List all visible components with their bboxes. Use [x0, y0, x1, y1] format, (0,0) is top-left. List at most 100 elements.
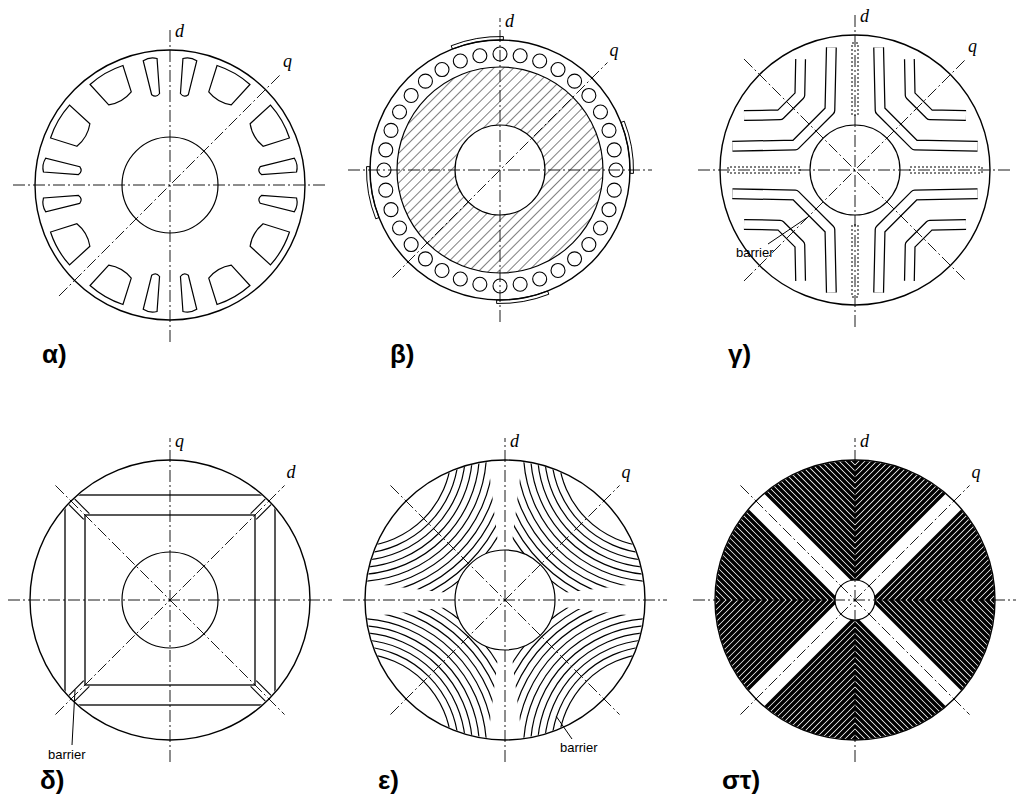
cage-bar — [379, 183, 393, 197]
rotor-section — [567, 312, 1016, 803]
rotor-slot — [143, 57, 163, 97]
cage-bar — [593, 221, 607, 235]
cage-bar — [568, 74, 582, 88]
rotor-section — [8, 438, 332, 762]
rotor-slot — [143, 273, 163, 313]
cage-bar — [533, 54, 547, 68]
part-label: barrier — [48, 748, 86, 762]
cage-bar — [393, 105, 407, 119]
cage-bar — [602, 203, 616, 217]
cage-bar — [453, 272, 467, 286]
cage-bar — [607, 143, 621, 157]
rotor-slot — [177, 273, 197, 313]
axis-label: d — [287, 463, 296, 483]
arc-barrier — [212, 604, 500, 803]
arc-barrier — [153, 545, 560, 803]
rotor-slot — [89, 260, 138, 306]
axis-line — [390, 485, 619, 714]
cage-bar — [607, 183, 621, 197]
cage-bar — [384, 203, 398, 217]
axis-line — [740, 485, 969, 714]
arc-barrier — [123, 515, 590, 803]
rotor-slot — [42, 158, 82, 178]
cage-bar — [418, 252, 432, 266]
rotor-slot — [245, 217, 291, 266]
leader-line — [72, 690, 75, 745]
axis-line — [55, 485, 284, 714]
rotor-slot — [202, 64, 251, 110]
cage-bar — [435, 63, 449, 77]
panel-label: α) — [42, 340, 67, 369]
cage-bar — [453, 54, 467, 68]
rotor-section — [13, 28, 327, 342]
rotor-slot — [49, 217, 95, 266]
cage-bar — [393, 221, 407, 235]
cage-bar — [582, 88, 596, 102]
cage-bar — [379, 143, 393, 157]
axis-label: d — [510, 432, 519, 452]
axis-label: q — [622, 463, 631, 483]
axis-label: q — [972, 463, 981, 483]
rotor-slot — [177, 57, 197, 97]
lamination — [705, 738, 1005, 803]
cage-bar — [384, 123, 398, 137]
cage-bar — [513, 49, 527, 63]
rotor-slot — [245, 104, 291, 153]
axis-label: q — [968, 37, 977, 57]
lamination — [705, 732, 1005, 803]
cage-bar — [568, 252, 582, 266]
leader-line — [768, 217, 808, 244]
axis-line — [744, 59, 966, 281]
rotor-slot — [258, 158, 298, 178]
rotor-slot — [42, 192, 82, 212]
panel-label: δ) — [40, 766, 64, 795]
arc-barrier — [212, 307, 500, 595]
axis-label: d — [860, 432, 869, 452]
cage-bar — [435, 263, 449, 277]
part-label: barrier — [560, 741, 598, 755]
arc-barrier — [133, 525, 580, 803]
axis-label: d — [860, 7, 869, 27]
rotor-slot — [258, 192, 298, 212]
axis-line — [393, 63, 608, 278]
cage-bar — [582, 238, 596, 252]
cage-bar — [551, 63, 565, 77]
rotor-section — [348, 18, 652, 322]
cage-bar — [551, 263, 565, 277]
cage-bar — [602, 123, 616, 137]
part-label: barrier — [736, 246, 774, 260]
rotor-slot — [202, 260, 251, 306]
axis-label: q — [175, 432, 184, 452]
lamination — [585, 450, 735, 750]
axis-label: q — [283, 52, 292, 72]
cage-bar — [533, 272, 547, 286]
leader-line — [556, 716, 572, 739]
axis-line — [744, 59, 966, 281]
cage-bar — [473, 277, 487, 291]
cage-bar — [404, 238, 418, 252]
axis-label: q — [609, 41, 618, 61]
arc-barrier — [153, 248, 560, 655]
panel-label: β) — [390, 340, 415, 369]
axis-label: d — [505, 12, 514, 32]
cage-bar — [513, 277, 527, 291]
rotor-slot — [49, 104, 95, 153]
axis-line — [59, 74, 281, 296]
panel-label: στ) — [722, 766, 760, 795]
axis-line — [55, 485, 284, 714]
axis-line — [740, 485, 969, 714]
arc-barrier — [143, 535, 570, 803]
panel-label: ε) — [378, 766, 399, 795]
arc-barrier — [133, 228, 580, 675]
cage-bar — [593, 105, 607, 119]
panel-label: γ) — [728, 340, 751, 369]
axis-line — [390, 485, 619, 714]
cage-bar — [418, 74, 432, 88]
axis-label: d — [175, 22, 184, 42]
rotor-section — [698, 13, 1012, 327]
cage-bar — [404, 88, 418, 102]
rotor-slot — [89, 64, 138, 110]
cage-bar — [473, 49, 487, 63]
